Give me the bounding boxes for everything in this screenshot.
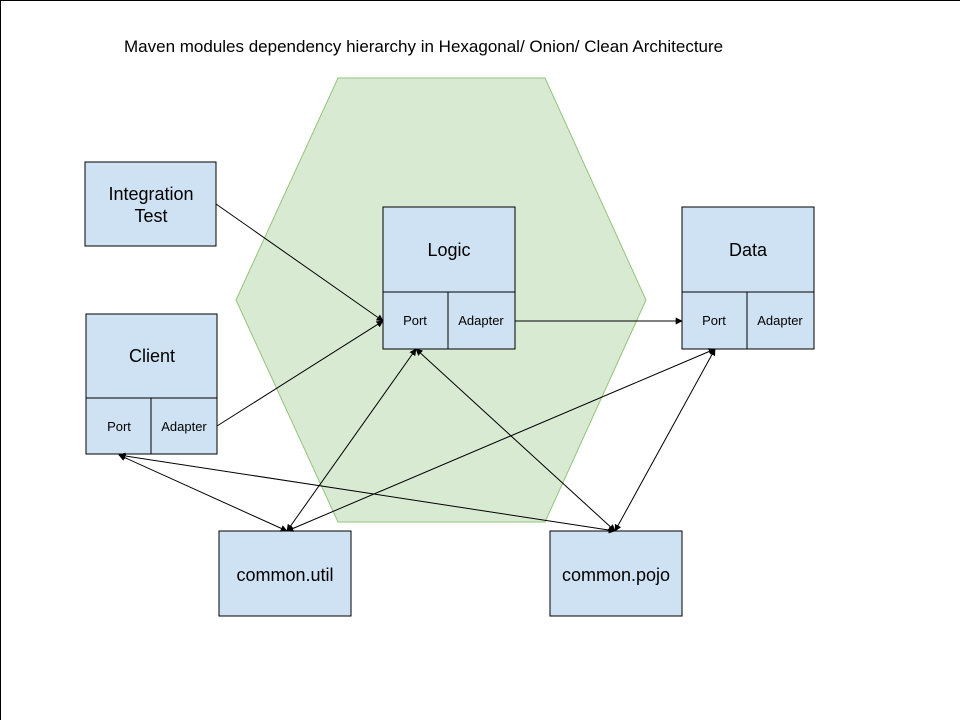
arrow-client-port-to-common-pojo (118, 452, 616, 534)
data-label: Data (729, 240, 768, 260)
diagram-title: Maven modules dependency hierarchy in He… (124, 37, 724, 56)
client-label: Client (129, 346, 175, 366)
logic-label: Logic (427, 240, 470, 260)
integration-test-label-line1: Integration (108, 184, 193, 204)
module-logic[interactable]: Logic Port Adapter (382, 206, 516, 350)
integration-test-box (84, 161, 217, 247)
arrow-data-port-to-common-pojo (614, 348, 716, 532)
logic-box (382, 206, 516, 350)
module-data[interactable]: Data Port Adapter (681, 206, 815, 350)
common-pojo-box (549, 530, 683, 617)
common-pojo-label: common.pojo (562, 565, 670, 585)
arrow-integration-test-to-logic-port (215, 203, 384, 322)
logic-port-label: Port (403, 313, 427, 328)
data-adapter-label: Adapter (757, 313, 803, 328)
client-port-label: Port (107, 419, 131, 434)
data-box (681, 206, 815, 350)
module-client[interactable]: Client Port Adapter (85, 313, 218, 455)
module-common-util[interactable]: common.util (218, 530, 352, 617)
arrow-client-port-to-common-util (118, 454, 288, 532)
common-util-label: common.util (236, 565, 333, 585)
data-port-label: Port (702, 313, 726, 328)
logic-adapter-label: Adapter (458, 313, 504, 328)
common-util-box (218, 530, 352, 617)
module-integration-test[interactable]: Integration Test (84, 161, 217, 247)
dependency-arrows (118, 203, 716, 534)
integration-test-label-line2: Test (134, 206, 167, 226)
client-adapter-label: Adapter (161, 419, 207, 434)
module-common-pojo[interactable]: common.pojo (549, 530, 683, 617)
